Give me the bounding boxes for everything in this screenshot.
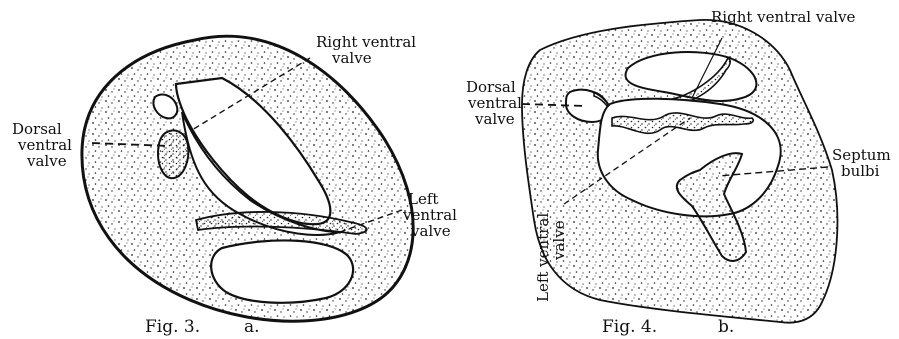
- figure-b-drawing: [522, 20, 837, 323]
- fig-b-label-right-ventral: Right ventral valve: [711, 8, 856, 26]
- fig-a-label-left-ventral: Left ventral valve: [402, 190, 462, 240]
- fig-b-label-left-ventral: Left ventral valve: [534, 208, 568, 302]
- fig-a-label-right-ventral: Right ventral valve: [316, 33, 421, 67]
- fig-b-label-septum: Septum bulbi: [832, 146, 895, 180]
- fig-a-caption: Fig. 3. a.: [145, 317, 260, 337]
- fig-b-caption: Fig. 4. b.: [602, 317, 734, 337]
- fig-a-lower-lumen: [211, 240, 353, 302]
- fig-a-label-dorsal-ventral: Dorsal ventral valve: [12, 120, 77, 170]
- fig-a-dorsal-valve: [158, 130, 188, 178]
- fig-b-label-dorsal-ventral: Dorsal ventral valve: [466, 78, 527, 128]
- figure-a-drawing: [82, 36, 413, 321]
